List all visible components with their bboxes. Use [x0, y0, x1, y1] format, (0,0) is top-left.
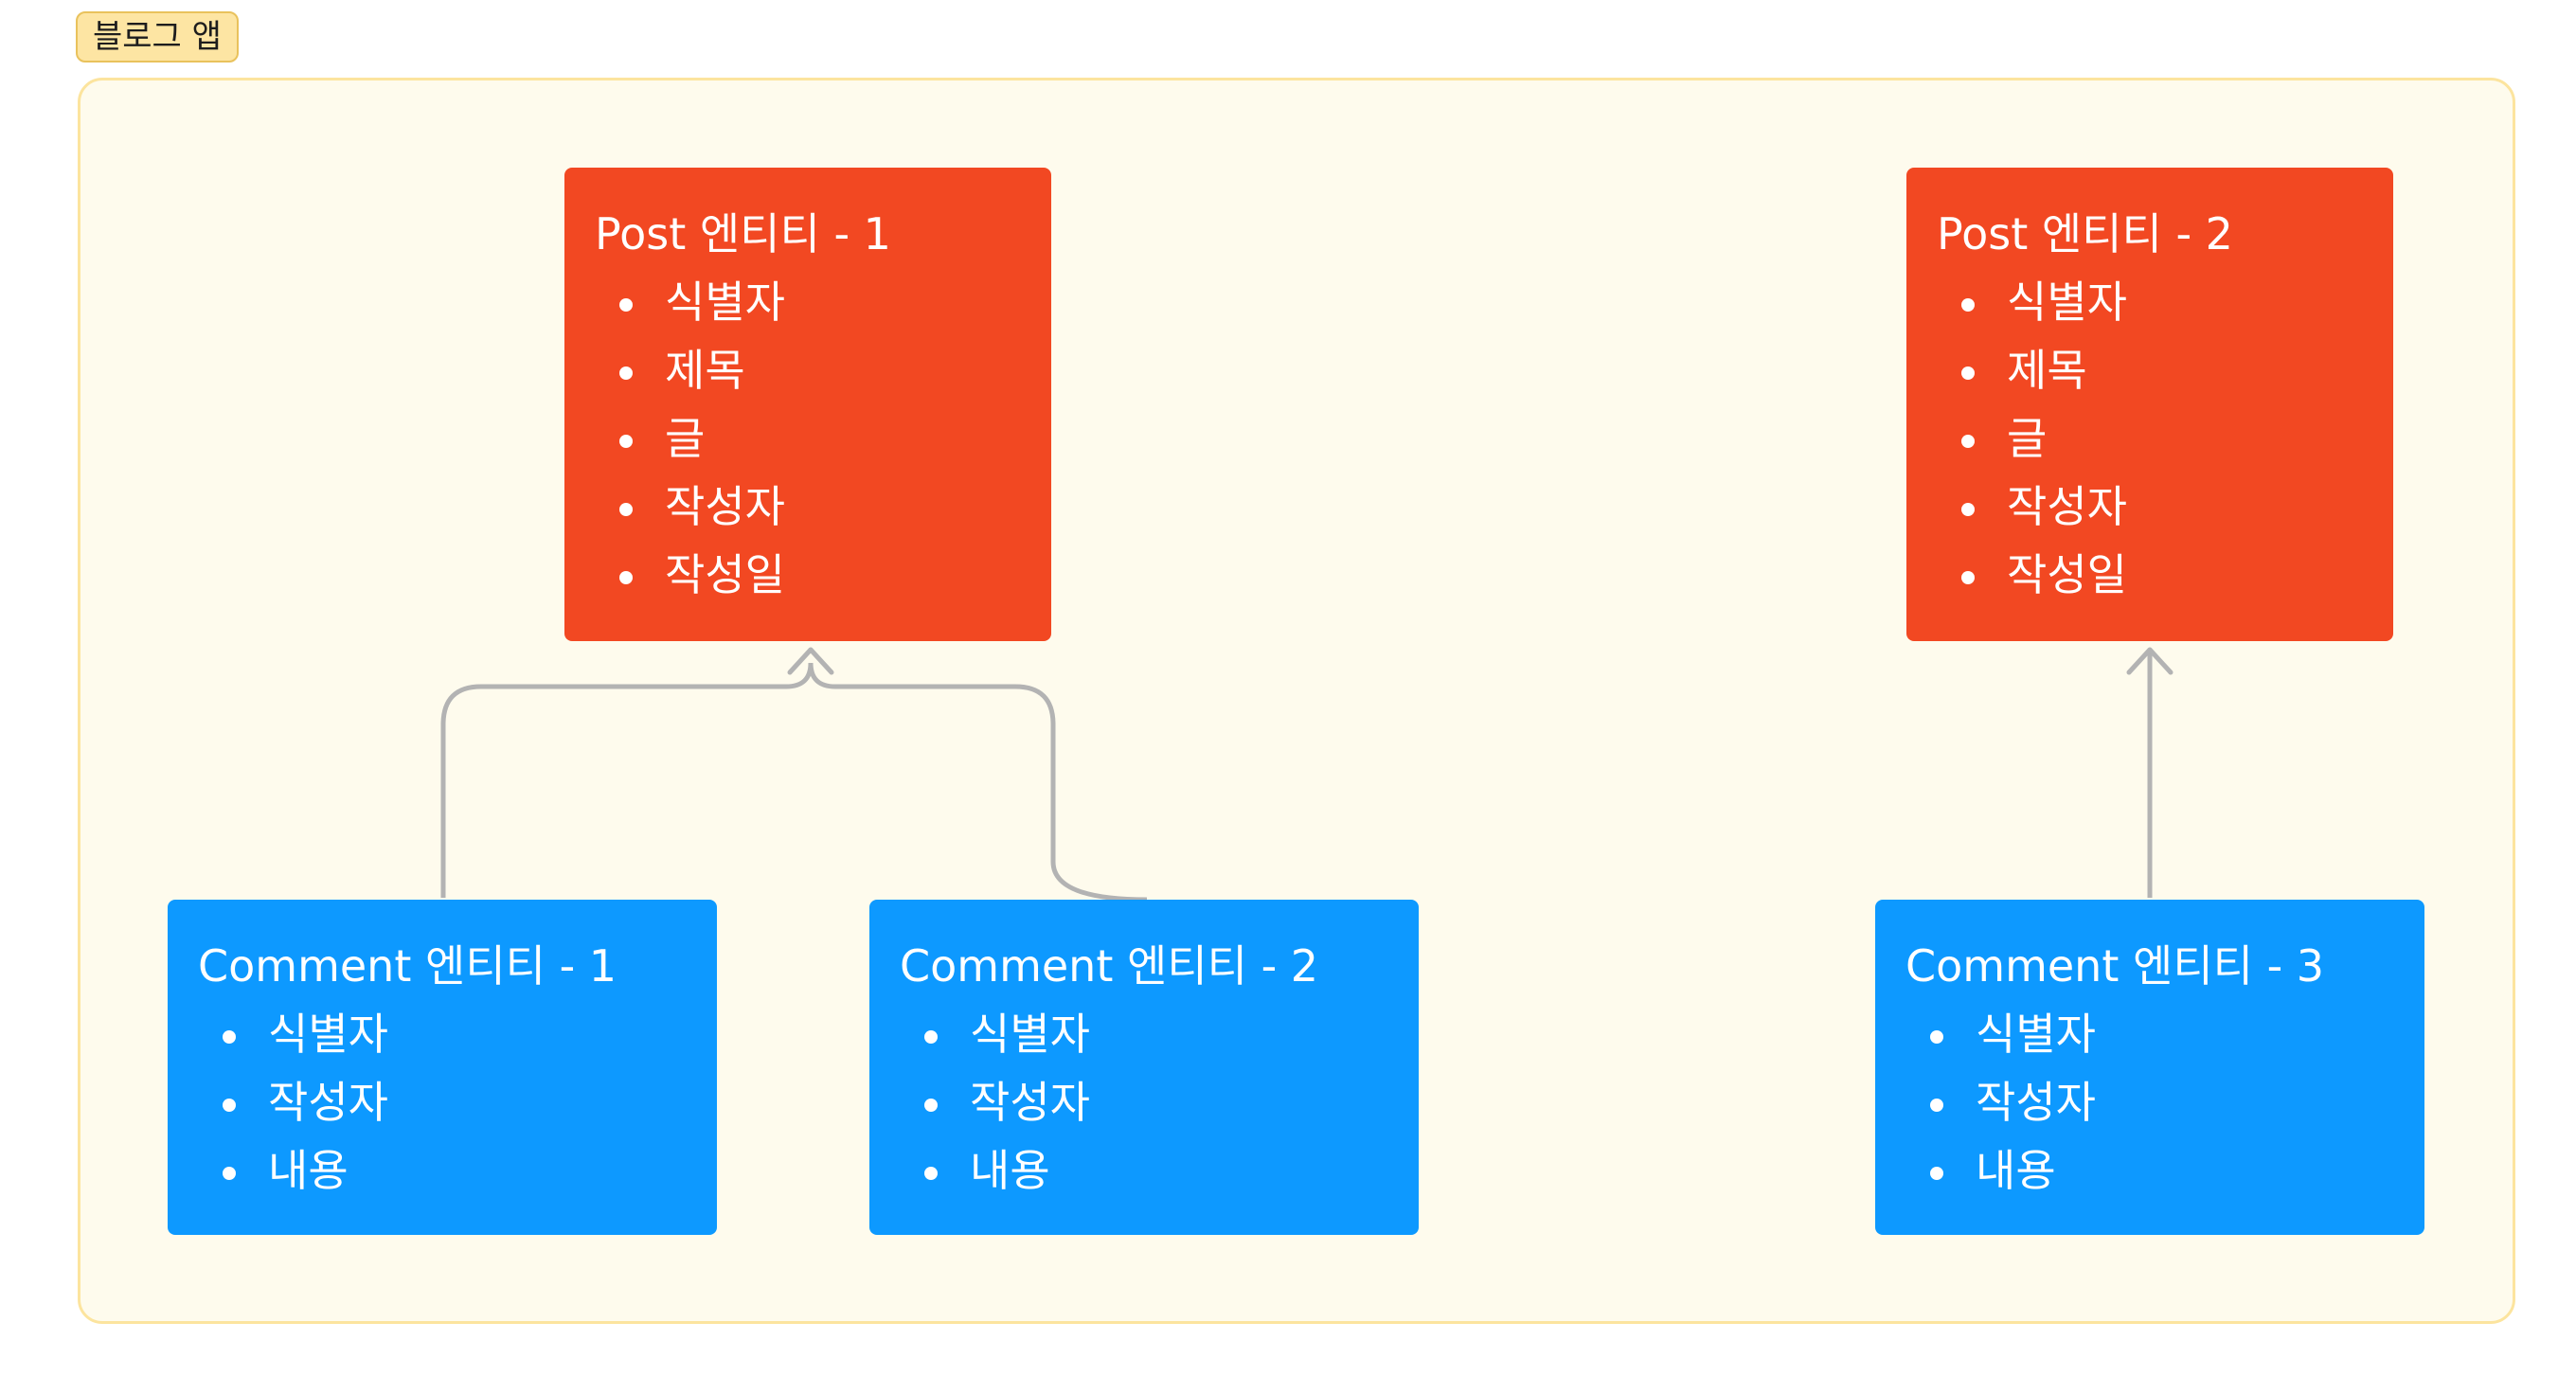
field-item: 작성자 — [1905, 1074, 2424, 1142]
entity-title: Post 엔티티 - 1 — [595, 208, 891, 259]
comment-entity-3[interactable]: Comment 엔티티 - 3 식별자 작성자 내용 — [1875, 900, 2424, 1235]
entity-title: Comment 엔티티 - 2 — [900, 940, 1319, 992]
field-item: 식별자 — [1937, 274, 2393, 342]
field-item: 식별자 — [1905, 1006, 2424, 1074]
entity-title: Comment 엔티티 - 3 — [1905, 940, 2325, 992]
frame-label: 블로그 앱 — [76, 11, 239, 63]
field-list: 식별자 작성자 내용 — [198, 1006, 717, 1210]
field-item: 식별자 — [595, 274, 1051, 342]
field-item: 작성일 — [1937, 546, 2393, 615]
field-item: 식별자 — [900, 1006, 1419, 1074]
field-item: 내용 — [1905, 1142, 2424, 1210]
field-item: 작성자 — [595, 478, 1051, 546]
field-item: 제목 — [595, 342, 1051, 410]
post-entity-1[interactable]: Post 엔티티 - 1 식별자 제목 글 작성자 작성일 — [564, 168, 1051, 641]
field-item: 글 — [1937, 410, 2393, 478]
field-item: 작성자 — [900, 1074, 1419, 1142]
field-item: 내용 — [900, 1142, 1419, 1210]
field-item: 작성자 — [198, 1074, 717, 1142]
comment-entity-1[interactable]: Comment 엔티티 - 1 식별자 작성자 내용 — [168, 900, 717, 1235]
comment-entity-2[interactable]: Comment 엔티티 - 2 식별자 작성자 내용 — [869, 900, 1419, 1235]
field-item: 식별자 — [198, 1006, 717, 1074]
field-list: 식별자 제목 글 작성자 작성일 — [1937, 274, 2393, 615]
field-item: 작성자 — [1937, 478, 2393, 546]
post-entity-2[interactable]: Post 엔티티 - 2 식별자 제목 글 작성자 작성일 — [1906, 168, 2393, 641]
entity-title: Post 엔티티 - 2 — [1937, 208, 2233, 259]
field-item: 제목 — [1937, 342, 2393, 410]
field-list: 식별자 제목 글 작성자 작성일 — [595, 274, 1051, 615]
field-item: 글 — [595, 410, 1051, 478]
field-item: 작성일 — [595, 546, 1051, 615]
field-list: 식별자 작성자 내용 — [1905, 1006, 2424, 1210]
field-list: 식별자 작성자 내용 — [900, 1006, 1419, 1210]
field-item: 내용 — [198, 1142, 717, 1210]
entity-title: Comment 엔티티 - 1 — [198, 940, 617, 992]
